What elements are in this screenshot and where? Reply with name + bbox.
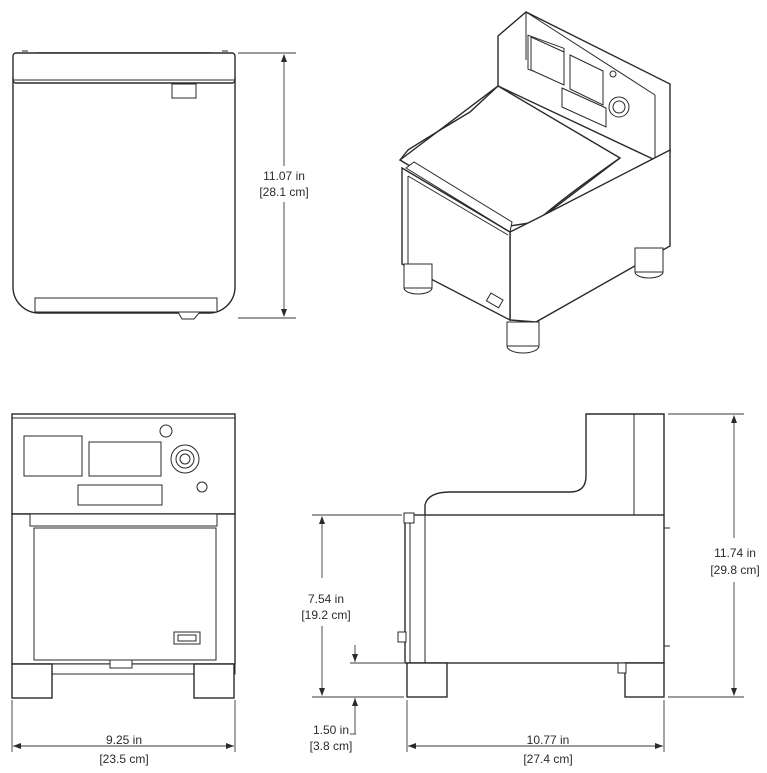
side-body-height-imperial: 7.54 in	[308, 592, 344, 606]
rear-width-imperial: 9.25 in	[106, 733, 142, 747]
rear-width-dimension: 9.25 in [23.5 cm]	[11, 700, 236, 766]
rear-width-metric: [23.5 cm]	[99, 752, 148, 766]
front-height-imperial: 11.07 in	[263, 169, 305, 183]
front-height-metric: [28.1 cm]	[259, 185, 308, 199]
isometric-view	[398, 11, 671, 354]
front-height-dimension: 11.07 in [28.1 cm]	[238, 52, 309, 319]
side-depth-metric: [27.4 cm]	[523, 752, 572, 766]
overall-height-metric: [29.8 cm]	[710, 563, 759, 577]
overall-height-imperial: 11.74 in	[714, 546, 756, 560]
front-view	[12, 50, 236, 320]
overall-height-dimension: 11.74 in [29.8 cm]	[668, 413, 760, 698]
side-depth-dimension: 10.77 in [27.4 cm]	[406, 700, 665, 766]
rear-view	[11, 413, 236, 699]
leg-height-metric: [3.8 cm]	[310, 739, 353, 753]
leg-height-imperial: 1.50 in	[313, 723, 349, 737]
side-view	[397, 413, 670, 698]
side-depth-imperial: 10.77 in	[527, 733, 570, 747]
side-body-height-dimension: 7.54 in [19.2 cm]	[301, 514, 404, 698]
leg-height-dimension: 1.50 in [3.8 cm]	[310, 645, 404, 753]
side-body-height-metric: [19.2 cm]	[301, 608, 350, 622]
